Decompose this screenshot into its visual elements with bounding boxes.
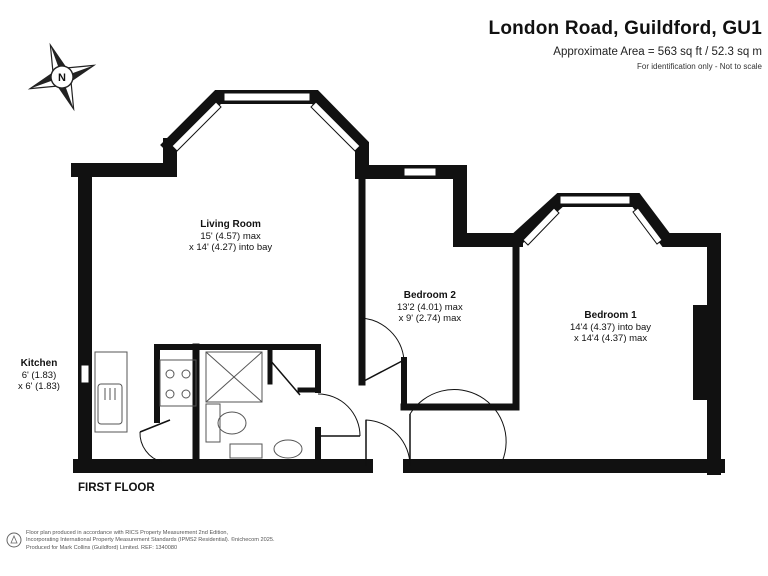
walls <box>71 90 725 475</box>
footer-line: Produced for Mark Collins (Guildford) Li… <box>26 544 178 551</box>
room-name: Bedroom 2 <box>403 290 456 301</box>
room-dimension: 15' (4.57) max <box>200 230 261 242</box>
room-dimension: 6' (1.83) <box>21 369 57 381</box>
scale-note: For identification only - Not to scale <box>637 62 762 71</box>
fixtures <box>94 351 303 459</box>
chimney-breast <box>693 305 709 400</box>
room-dimension: x 6' (1.83) <box>18 381 60 392</box>
room-dimension: x 14'4 (4.37) max <box>573 333 648 344</box>
windows <box>80 92 663 384</box>
room-dimension: x 9' (2.74) max <box>398 313 462 324</box>
compass-icon <box>27 42 97 112</box>
footer-line: Incorporating International Property Mea… <box>26 537 275 544</box>
room-name: Bedroom 1 <box>584 310 637 321</box>
bedroom-2-label: Bedroom 2 13'2 (4.01) max x 9' (2.74) ma… <box>397 290 463 325</box>
room-dimension: x 14' (4.27) into bay <box>189 242 273 253</box>
floor-label: FIRST FLOOR <box>78 482 155 494</box>
bedroom-1-label: Bedroom 1 14'4 (4.37) into bay x 14'4 (4… <box>570 310 651 345</box>
plan-title: London Road, Guildford, GU1 <box>488 18 762 39</box>
footer-line: Floor plan produced in accordance with R… <box>26 530 229 536</box>
footer-disclaimer: Floor plan produced in accordance with R… <box>26 530 275 552</box>
room-name: Living Room <box>200 219 261 230</box>
approximate-area: Approximate Area = 563 sq ft / 52.3 sq m <box>553 46 762 58</box>
rics-logo-icon <box>6 532 22 548</box>
doors <box>139 317 507 467</box>
room-dimension: 14'4 (4.37) into bay <box>570 321 652 333</box>
kitchen-label: Kitchen 6' (1.83) x 6' (1.83) <box>18 358 60 393</box>
compass-north-label: N <box>58 72 66 84</box>
room-dimension: 13'2 (4.01) max <box>397 301 463 313</box>
living-room-label: Living Room 15' (4.57) max x 14' (4.27) … <box>189 219 272 254</box>
room-name: Kitchen <box>20 358 58 369</box>
